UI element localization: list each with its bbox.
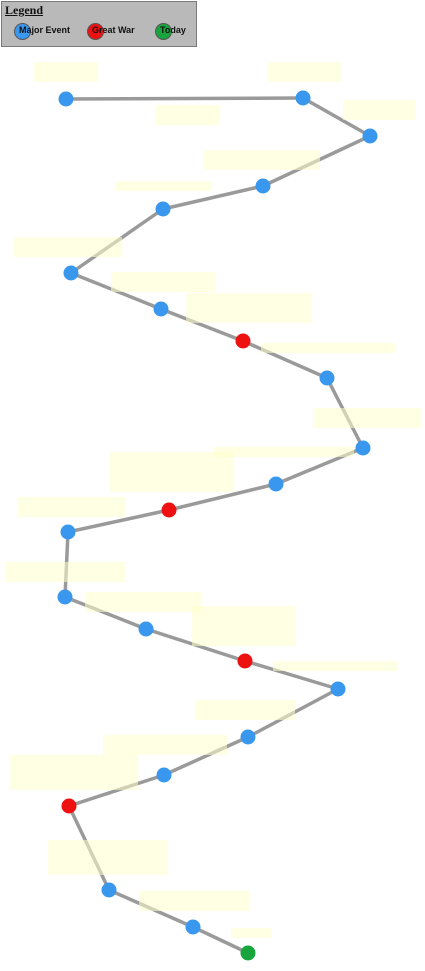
major-event-node[interactable] [240, 729, 256, 745]
timeline-connector [301, 96, 372, 138]
timeline-connector [162, 735, 250, 777]
major-event-node[interactable] [57, 589, 73, 605]
today-node[interactable] [240, 945, 256, 961]
major-event-node[interactable] [138, 621, 154, 637]
major-event-node[interactable] [268, 476, 284, 492]
timeline-connector [159, 307, 245, 343]
major-event-node[interactable] [101, 882, 117, 898]
legend-label-great-war: Great War [92, 25, 135, 35]
event-label-placeholder [195, 700, 295, 720]
great-war-node[interactable] [61, 798, 77, 814]
today-dot-icon [155, 23, 172, 40]
major-event-node[interactable] [60, 524, 76, 540]
major-event-node[interactable] [153, 301, 169, 317]
great-war-dot-icon [87, 23, 104, 40]
major-event-dot-icon [14, 23, 31, 40]
timeline-connector [243, 659, 340, 691]
timeline-connector [64, 96, 305, 101]
event-label-placeholder [204, 150, 320, 170]
legend-label-today: Today [160, 25, 186, 35]
event-label-placeholder [14, 237, 122, 257]
major-event-node[interactable] [295, 90, 311, 106]
major-event-node[interactable] [255, 178, 271, 194]
timeline-edges [63, 96, 372, 955]
timeline-connector [161, 184, 265, 211]
event-label-placeholder [261, 343, 395, 353]
event-label-placeholder [313, 408, 421, 428]
great-war-node[interactable] [235, 333, 251, 349]
legend-box: Legend Major Event Great War Today [1, 1, 197, 47]
major-event-node[interactable] [319, 370, 335, 386]
timeline-nodes [57, 90, 378, 961]
event-label-placeholder [103, 735, 227, 755]
major-event-node[interactable] [355, 440, 371, 456]
timeline-connector [63, 595, 148, 631]
event-label-placeholder [139, 891, 249, 911]
event-label-placeholder [48, 840, 168, 875]
great-war-node[interactable] [161, 502, 177, 518]
event-label-placeholder [10, 755, 138, 790]
great-war-node[interactable] [237, 653, 253, 669]
timeline-label-placeholders [6, 62, 421, 938]
event-label-placeholder [111, 272, 215, 292]
event-label-placeholder [85, 592, 201, 612]
major-event-node[interactable] [330, 681, 346, 697]
legend-label-major-event: Major Event [19, 25, 71, 35]
event-label-placeholder [273, 661, 397, 671]
event-label-placeholder [231, 928, 271, 938]
event-label-placeholder [116, 181, 212, 191]
major-event-node[interactable] [63, 265, 79, 281]
event-label-placeholder [192, 606, 296, 646]
timeline-connector [167, 482, 278, 512]
event-label-placeholder [34, 62, 98, 82]
timeline-connector [191, 925, 250, 955]
event-label-placeholder [214, 447, 354, 457]
major-event-node[interactable] [58, 91, 74, 107]
event-label-placeholder [156, 105, 220, 125]
timeline-connector [66, 508, 171, 534]
major-event-node[interactable] [155, 201, 171, 217]
major-event-node[interactable] [185, 919, 201, 935]
timeline-connector [67, 773, 166, 808]
major-event-node[interactable] [156, 767, 172, 783]
event-label-placeholder [110, 452, 234, 492]
event-label-placeholder [268, 62, 342, 82]
event-label-placeholder [17, 497, 125, 517]
event-label-placeholder [186, 293, 312, 323]
major-event-node[interactable] [362, 128, 378, 144]
legend-title: Legend [5, 3, 44, 17]
timeline-connector [241, 339, 329, 380]
event-label-placeholder [343, 100, 415, 120]
event-label-placeholder [6, 562, 126, 582]
